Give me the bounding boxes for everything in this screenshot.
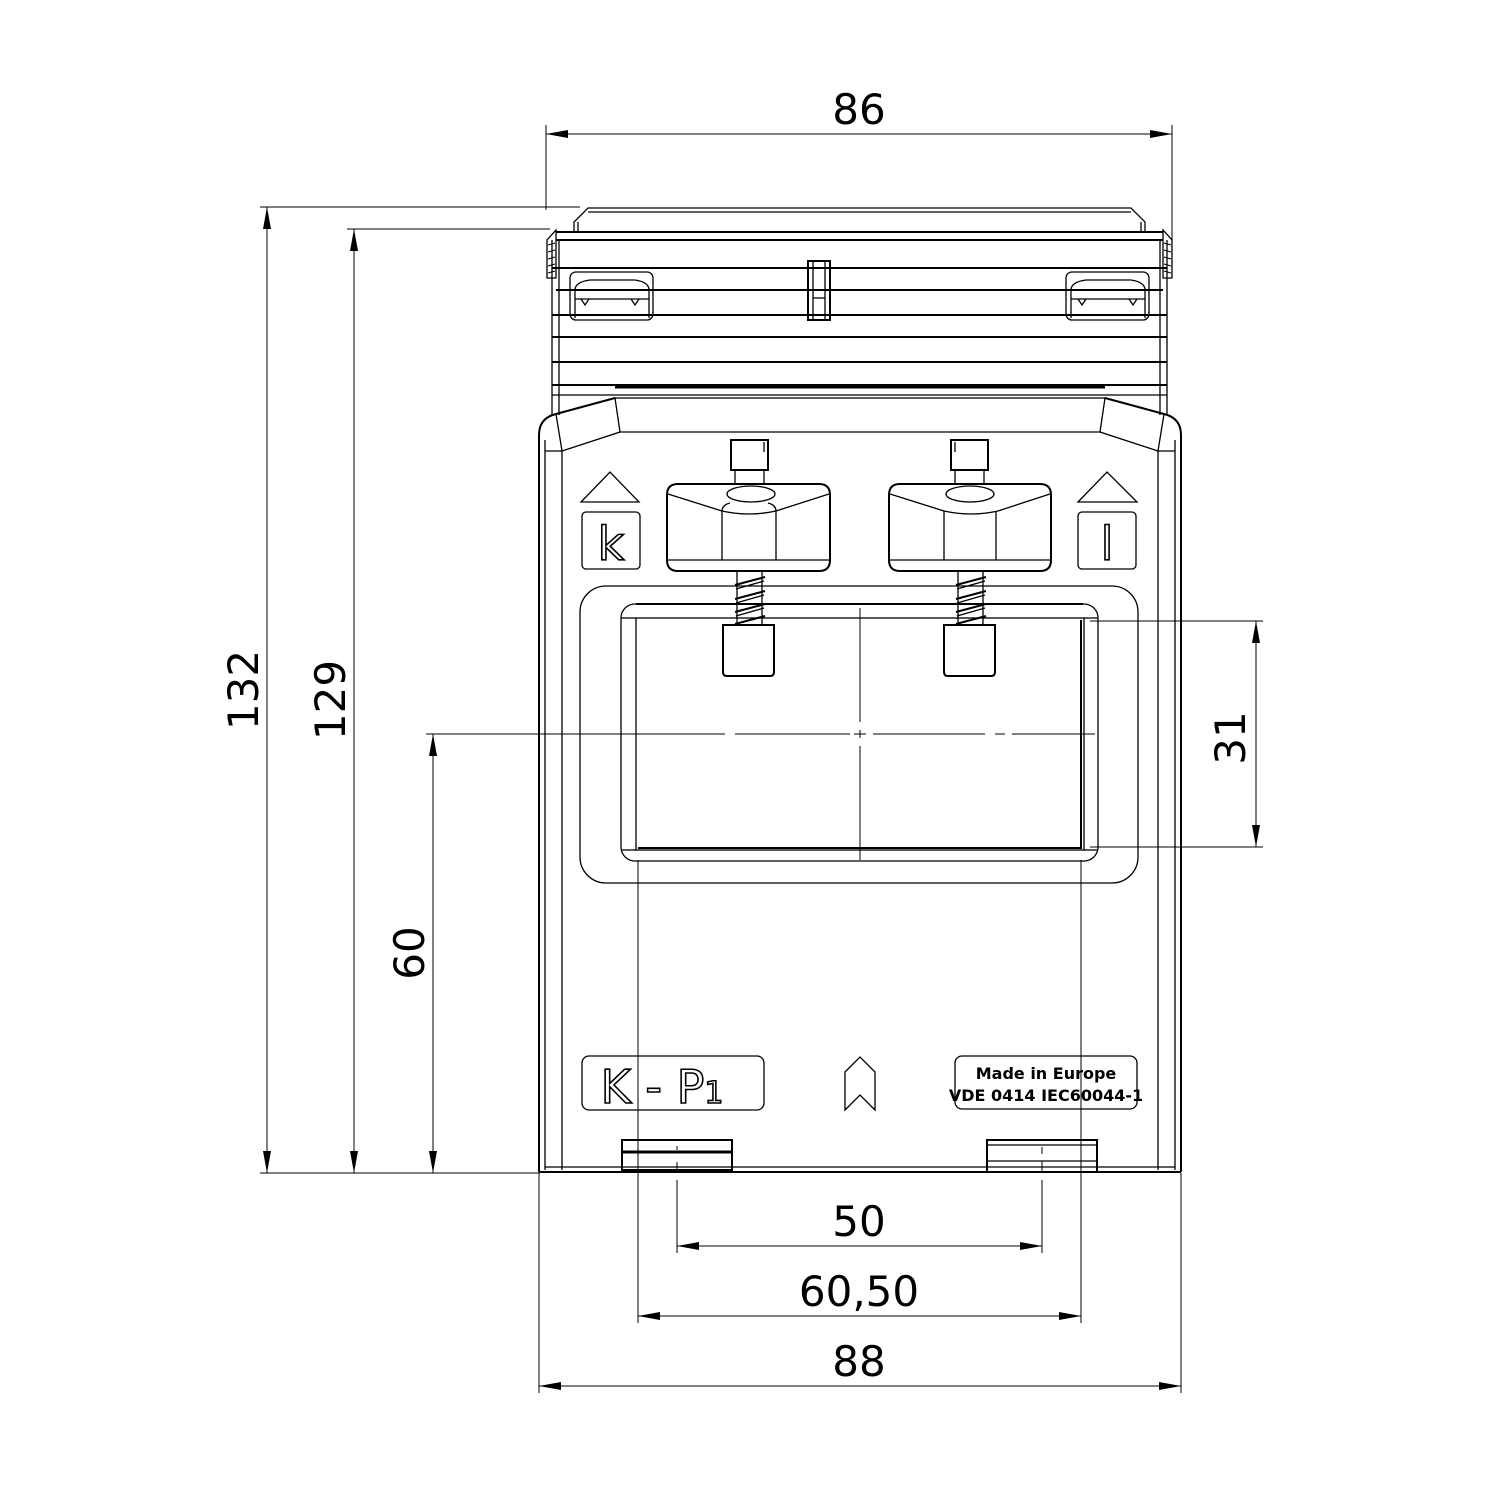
dimension-inner-width-label: 60,50 — [799, 1267, 919, 1316]
transformer-body — [538, 385, 1182, 1173]
dimension-window-center: 60 — [385, 733, 710, 1173]
nameplate-line2: VDE 0414 IEC60044-1 — [949, 1086, 1143, 1105]
terminal-label-l: l — [1101, 517, 1114, 571]
screw-terminal-left — [666, 439, 831, 677]
dimension-body-height: 129 — [306, 228, 550, 1173]
dimension-window-height: 31 — [1090, 620, 1263, 848]
marking-sub-text: 1 — [704, 1076, 723, 1111]
triangle-up-icon — [579, 471, 641, 503]
mounting-foot-right — [986, 1139, 1098, 1173]
dimension-mount-spacing: 50 — [676, 1180, 1043, 1253]
dimension-window-center-label: 60 — [385, 926, 434, 979]
terminal-marker-left: k — [579, 471, 641, 572]
triangle-up-icon — [1076, 471, 1139, 503]
latch-left — [569, 271, 654, 321]
marking-plate: K - P1 — [581, 1055, 765, 1115]
dimension-bottom-width-label: 88 — [832, 1337, 885, 1386]
chevron-up-arrow-icon — [844, 1056, 876, 1112]
screw-terminal-right — [888, 439, 1052, 677]
latch-right — [1065, 271, 1150, 321]
dimension-body-height-label: 129 — [306, 660, 355, 740]
center-clip — [807, 260, 831, 321]
dimension-window-height-label: 31 — [1206, 711, 1255, 764]
dimension-top-width-label: 86 — [832, 85, 885, 134]
nameplate: Made in Europe VDE 0414 IEC60044-1 — [949, 1055, 1143, 1110]
marking-main-text: K - P — [601, 1060, 705, 1114]
terminal-marker-right: l — [1076, 471, 1139, 572]
nameplate-line1: Made in Europe — [976, 1064, 1117, 1083]
dimension-mount-spacing-label: 50 — [832, 1197, 885, 1246]
primary-window — [579, 585, 1139, 884]
dimension-total-height-label: 132 — [219, 650, 268, 730]
terminal-label-k: k — [598, 517, 625, 571]
dimension-inner-width: 60,50 — [637, 860, 1082, 1323]
top-cap — [546, 207, 1173, 415]
dimension-bottom-width: 88 — [538, 1173, 1182, 1393]
dimension-top-width: 86 — [545, 85, 1173, 245]
mounting-foot-left — [621, 1139, 733, 1171]
marking-plate-label: K - P1 — [601, 1060, 724, 1114]
dimension-total-height: 132 — [219, 206, 580, 1173]
